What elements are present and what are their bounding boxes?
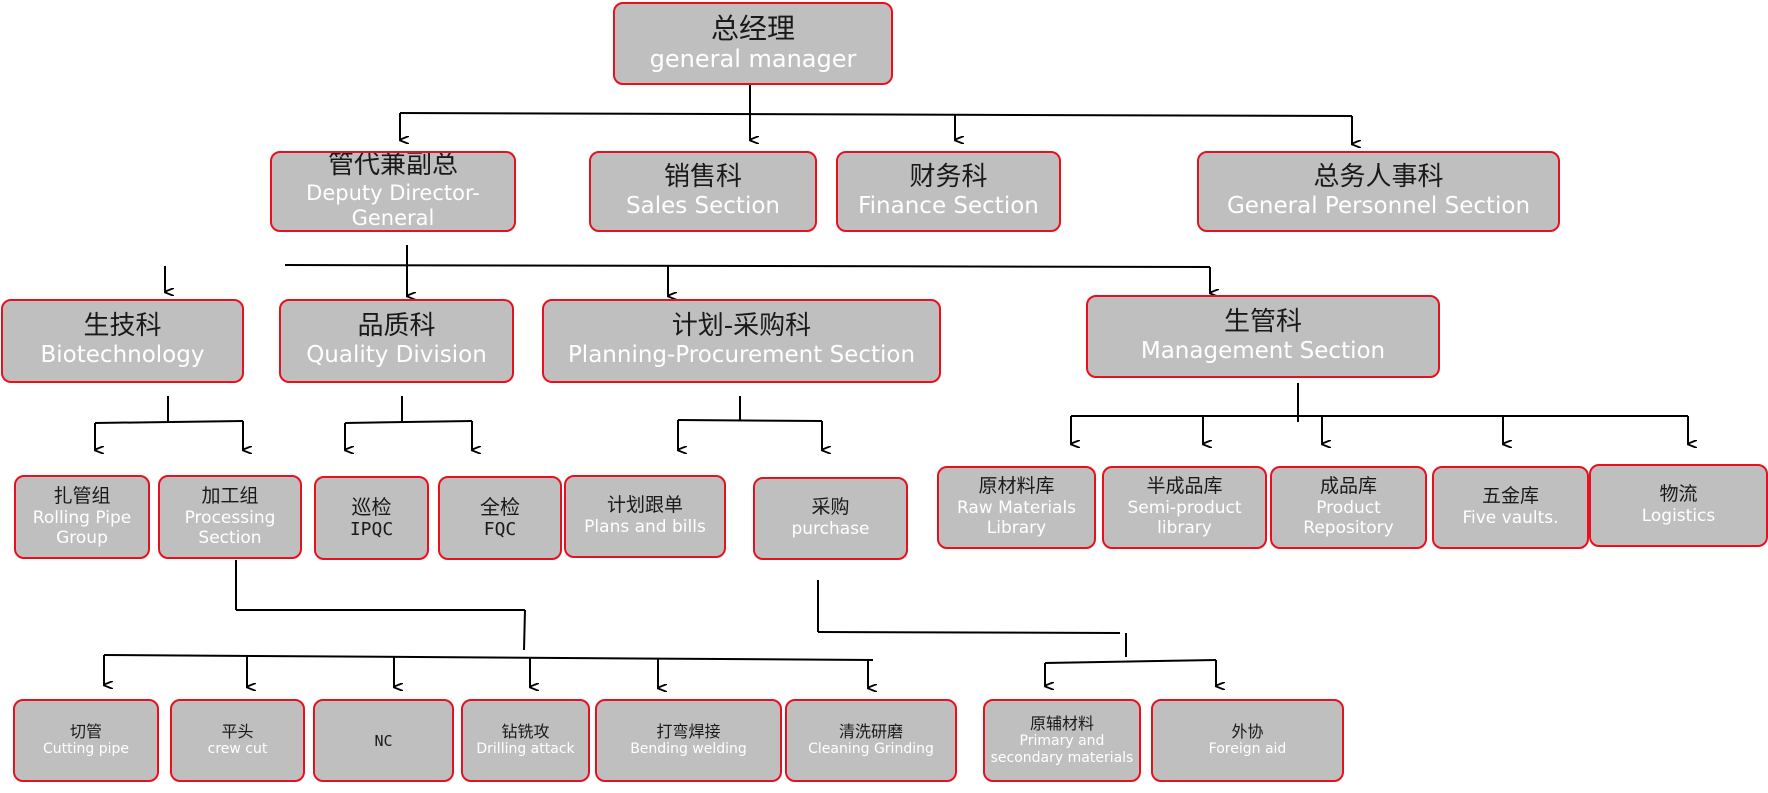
node-en-label: Plans and bills (584, 517, 706, 538)
node-en-label: Deputy Director-General (306, 181, 480, 231)
node-zh-label: 加工组 (201, 484, 259, 507)
node-en-label: Cutting pipe (42, 741, 129, 758)
node-product-repository: 成品库 Product Repository (1270, 466, 1427, 549)
node-en-label: Processing Section (184, 507, 276, 548)
node-en-label: Bending welding (630, 741, 747, 758)
node-sales-section: 销售科 Sales Section (589, 151, 817, 232)
node-zh-label: 总经理 (710, 12, 795, 45)
node-en-label: Quality Division (306, 342, 487, 369)
node-finance-section: 财务科 Finance Section (836, 151, 1061, 232)
node-zh-label: 物流 (1659, 483, 1698, 506)
node-zh-label: 打弯焊接 (656, 721, 721, 741)
node-en-label: Semi-product library (1127, 498, 1242, 539)
node-zh-label: 巡检 (351, 494, 392, 519)
node-en-label: Sales Section (626, 192, 780, 219)
node-nc: NC (313, 699, 454, 782)
node-plans-and-bills: 计划跟单 Plans and bills (564, 475, 726, 558)
node-logistics: 物流 Logistics (1589, 464, 1768, 547)
node-biotechnology: 生技科 Biotechnology (1, 299, 244, 383)
node-zh-label: 品质科 (357, 311, 436, 342)
node-zh-label: 计划跟单 (606, 494, 683, 517)
node-ipqc: 巡检 IPQC (314, 476, 429, 560)
node-foreign-aid: 外协 Foreign aid (1151, 699, 1344, 782)
node-en-label: Management Section (1140, 337, 1386, 364)
node-zh-label: 扎管组 (53, 484, 111, 507)
node-deputy-director: 管代兼副总 Deputy Director-General (270, 151, 516, 232)
node-planning-procurement: 计划-采购科 Planning-Procurement Section (542, 299, 941, 383)
node-bending-welding: 打弯焊接 Bending welding (595, 699, 782, 782)
node-zh-label: 切管 (69, 721, 102, 741)
node-purchase: 采购 purchase (753, 477, 908, 560)
node-en-label: Primary and secondary materials (990, 732, 1134, 766)
node-zh-label: 全检 (480, 494, 520, 519)
node-zh-label: 总务人事科 (1313, 161, 1444, 192)
node-management-section: 生管科 Management Section (1086, 295, 1440, 378)
node-en-label: Rolling Pipe Group (32, 507, 132, 548)
node-cleaning-grinding: 清洗研磨 Cleaning Grinding (785, 699, 957, 782)
node-general-personnel-section: 总务人事科 General Personnel Section (1197, 151, 1560, 232)
node-cutting-pipe: 切管 Cutting pipe (13, 699, 159, 782)
node-zh-label: 清洗研磨 (838, 721, 903, 741)
node-crew-cut: 平头 crew cut (170, 699, 305, 782)
node-rolling-pipe-group: 扎管组 Rolling Pipe Group (14, 475, 150, 559)
node-zh-label: 五金库 (1481, 485, 1539, 508)
node-en-label: NC (374, 731, 393, 750)
node-en-label: Product Repository (1303, 498, 1394, 539)
node-en-label: Planning-Procurement Section (567, 342, 916, 369)
node-en-label: general manager (649, 45, 857, 74)
node-zh-label: 销售科 (663, 161, 742, 192)
node-semi-product-library: 半成品库 Semi-product library (1102, 466, 1267, 549)
node-en-label: Biotechnology (40, 342, 205, 369)
node-quality-division: 品质科 Quality Division (279, 299, 514, 383)
node-en-label: crew cut (207, 741, 268, 758)
node-zh-label: 原辅材料 (1029, 713, 1094, 733)
node-en-label: FQC (483, 518, 517, 540)
node-general-manager: 总经理 general manager (613, 2, 893, 85)
node-zh-label: 采购 (811, 496, 850, 519)
node-zh-label: 成品库 (1319, 475, 1377, 498)
node-en-label: Raw Materials Library (956, 498, 1077, 539)
node-en-label: Finance Section (858, 192, 1039, 219)
node-zh-label: 财务科 (909, 161, 988, 192)
node-zh-label: 钻铣攻 (501, 721, 550, 741)
node-zh-label: 外协 (1231, 721, 1264, 741)
node-zh-label: 原材料库 (978, 475, 1055, 498)
node-drilling-attack: 钻铣攻 Drilling attack (461, 699, 590, 782)
node-en-label: Five vaults. (1462, 508, 1559, 529)
node-zh-label: 计划-采购科 (671, 311, 812, 342)
node-en-label: General Personnel Section (1226, 192, 1531, 219)
node-five-vaults: 五金库 Five vaults. (1432, 466, 1589, 549)
node-fqc: 全检 FQC (438, 476, 562, 560)
node-raw-materials-library: 原材料库 Raw Materials Library (937, 466, 1096, 549)
node-zh-label: 平头 (221, 721, 254, 741)
node-zh-label: 生管科 (1223, 306, 1302, 337)
node-en-label: Logistics (1641, 506, 1716, 527)
node-en-label: IPQC (349, 518, 394, 540)
node-en-label: Foreign aid (1208, 741, 1287, 758)
node-processing-section: 加工组 Processing Section (158, 475, 302, 559)
node-zh-label: 管代兼副总 (327, 151, 458, 181)
node-primary-secondary-materials: 原辅材料 Primary and secondary materials (983, 699, 1141, 782)
node-en-label: Drilling attack (476, 741, 575, 758)
node-zh-label: 半成品库 (1146, 475, 1223, 498)
node-en-label: Cleaning Grinding (808, 741, 934, 758)
node-zh-label: 生技科 (83, 311, 162, 342)
node-en-label: purchase (791, 519, 870, 540)
